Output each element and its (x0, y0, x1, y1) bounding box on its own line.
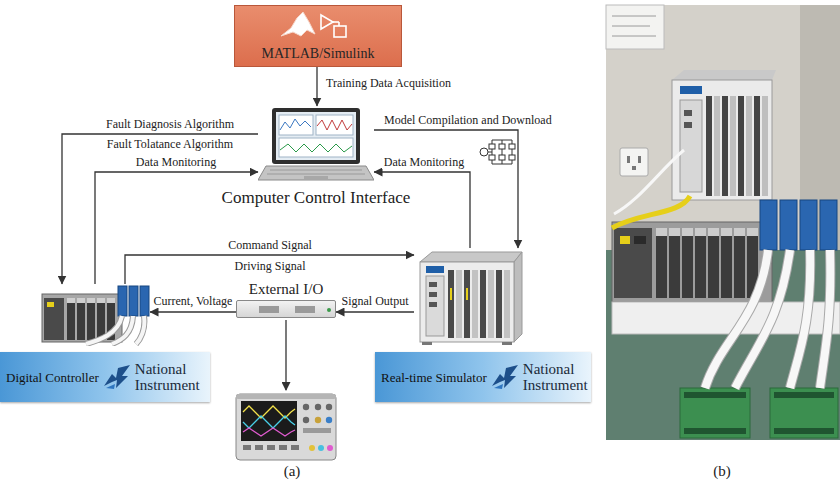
software-box: MATLAB/Simulink (234, 5, 402, 67)
panel-label: (b) (711, 462, 733, 480)
vendor-banner: Digital Controller National Instrument (0, 352, 210, 402)
matlab-logo (235, 6, 391, 46)
connector (62, 134, 258, 284)
io-ports (237, 301, 337, 319)
io-box: External I/O (236, 300, 336, 318)
node-caption: Computer Control Interface (222, 188, 411, 208)
lab-photo (606, 5, 840, 440)
oscilloscope (236, 394, 336, 460)
controller-device (40, 284, 150, 346)
edge-label: Signal Output (339, 294, 410, 308)
vendor-banner: Real-time Simulator National Instrument (375, 352, 591, 402)
connector (336, 311, 414, 312)
connector (316, 67, 317, 106)
edge-label: Fault Diagnosis Algorithm (104, 117, 236, 131)
device-name: Digital Controller (6, 370, 99, 385)
edge-label: Command Signal (226, 238, 314, 252)
connector (125, 255, 414, 284)
edge-label: Current, Voltage (152, 294, 235, 308)
edge-label: Model Compilation and Download (382, 113, 554, 127)
hardware-node: Real-time SimulatorNational Instrument (414, 248, 524, 346)
inverter-symbol (480, 140, 515, 164)
scope-arrow (285, 320, 286, 390)
line-note: Fault Tolatance Algorithm (105, 137, 235, 151)
box-heading: External I/O (249, 281, 324, 298)
box-label: MATLAB/Simulink (235, 46, 401, 62)
edge-label: Data Monitoring (382, 155, 466, 169)
ni-logo (103, 364, 131, 390)
edge-label: Training Data Acquisition (324, 76, 453, 90)
vendor-name: National Instrument (135, 361, 201, 393)
edge-label: Data Monitoring (134, 155, 218, 169)
laptop-icon (258, 106, 374, 184)
ni-logo (491, 364, 519, 390)
vendor-name: National Instrument (523, 361, 589, 393)
simulator-chassis (414, 248, 524, 346)
device-name: Real-time Simulator (381, 370, 487, 385)
hardware-node: Digital ControllerNational Instrument (40, 284, 150, 346)
connector (374, 172, 470, 248)
line-note: Driving Signal (233, 259, 308, 273)
computer-node: Computer Control Interface (258, 106, 374, 184)
panel-label: (a) (282, 462, 303, 480)
connector (150, 311, 236, 312)
